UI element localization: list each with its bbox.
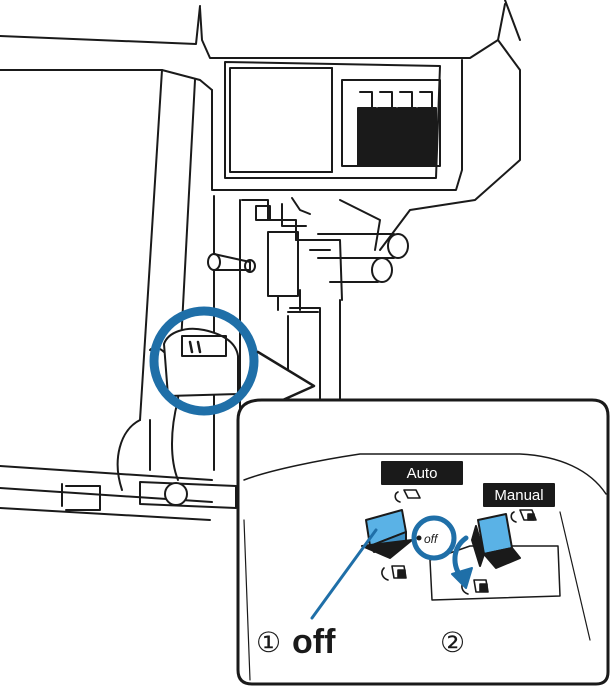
unit-switch-small xyxy=(149,327,239,397)
step2-number: ② xyxy=(440,627,465,658)
printer-top-housing xyxy=(0,3,506,421)
off-label: off xyxy=(424,532,439,546)
auto-switch-lever xyxy=(361,509,413,559)
manual-winding-icon xyxy=(510,509,537,523)
ink-cartridge-bay xyxy=(341,79,441,167)
auto-label: Auto xyxy=(407,465,438,482)
off-position-highlight xyxy=(411,515,457,561)
auto-label-plate xyxy=(381,461,463,485)
manual-label: Manual xyxy=(494,487,543,504)
switch-highlight-circle xyxy=(149,306,259,416)
roll-winding-icon xyxy=(394,489,421,503)
roll-core-holders xyxy=(309,233,409,283)
step1-number: ① xyxy=(256,627,281,658)
tension-bar xyxy=(207,253,256,273)
paper-path xyxy=(0,399,237,521)
roll-lock-icon xyxy=(381,565,407,581)
callout-box xyxy=(236,398,610,686)
step1-label: off xyxy=(292,623,336,661)
manual-label-plate xyxy=(483,483,555,507)
rotate-arrow-icon xyxy=(451,535,473,589)
off-dot-icon xyxy=(416,535,422,541)
manual-switch-lever xyxy=(471,513,521,569)
printer-right-frame xyxy=(339,0,521,251)
manual-plate-outline xyxy=(429,545,561,601)
step1-leader-line xyxy=(310,528,378,620)
